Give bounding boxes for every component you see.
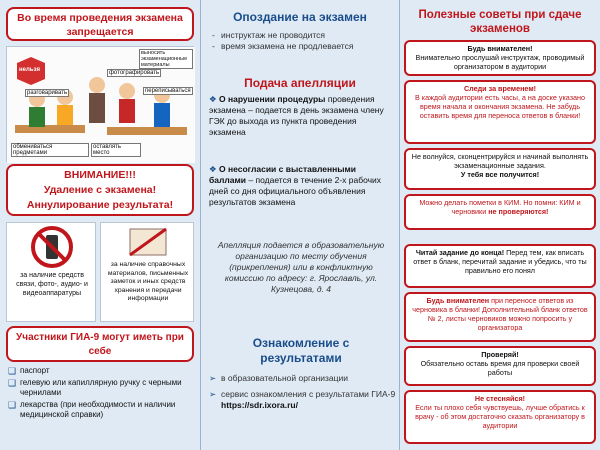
tip-notes: Можно делать пометки в КИМ. Но помни: КИ… — [404, 194, 596, 230]
tip4-text: Можно делать пометки в КИМ. Но помни: КИ… — [419, 198, 581, 216]
list-item: ➢ сервис ознакомления с результатами ГИА… — [209, 389, 396, 399]
tip3-bold: У тебя все получится! — [460, 170, 540, 179]
list-item: ❑ паспорт — [8, 366, 50, 376]
allowed-list: ❑ паспорт ❑ гелевую или капиллярную ручк… — [8, 366, 194, 421]
tips-title: Полезные советы при сдаче экзаменов — [418, 9, 582, 35]
label-talking: разговаривать — [25, 89, 70, 97]
label-exchange: обмениваться предметами — [11, 143, 89, 157]
appeal-scores: ❖ О несогласии с выставленными баллами –… — [209, 164, 395, 208]
list-item: время экзамена не продлевается — [211, 41, 396, 52]
list-item: инструктаж не проводится — [211, 30, 396, 41]
tip1-head: Будь внимателен! — [467, 44, 533, 53]
checkbox-icon: ❑ — [8, 366, 17, 376]
results-title: Ознакомление с результатами — [252, 336, 350, 365]
right-column: Полезные советы при сдаче экзаменов — [400, 0, 600, 450]
appeal-title: Подача апелляции — [244, 76, 356, 90]
appeal-procedure: ❖ О нарушении процедуры проведения экзам… — [209, 94, 395, 138]
forbidden-illustration: нельзя разговаривать фотографировать пер… — [6, 46, 195, 163]
appeal2-bold: О несогласии с выставленными баллами — [209, 164, 356, 185]
tip-health: Не стесняйся! Если ты плохо себя чувству… — [404, 390, 596, 444]
tip6-text: при переносе ответов из черновика в блан… — [412, 296, 588, 332]
late-list: инструктаж не проводится время экзамена … — [211, 30, 396, 52]
tip-transfer: Будь внимателен при переносе ответов из … — [404, 292, 596, 342]
appeal1-bold: О нарушении процедуры — [219, 94, 326, 104]
results-list: ➢ в образовательной организации ➢ сервис… — [209, 373, 397, 411]
checkbox-icon: ❑ — [8, 377, 17, 388]
diamond-icon: ❖ — [209, 164, 217, 174]
no-cheat-sheet-icon — [129, 227, 167, 257]
forbidden-title: Во время проведения экзамена запрещается — [17, 12, 183, 38]
label-rewriting: переписываться — [143, 87, 193, 95]
appeal-note: Апелляция подается в образовательную орг… — [217, 240, 385, 294]
tip-read: Читай задание до конца! Перед тем, как в… — [404, 244, 596, 288]
tip-attention: Будь внимателен! Внимательно прослушай и… — [404, 40, 596, 76]
label-materials: выносить экзаменационные материалы — [139, 49, 193, 69]
arrow-icon: ➢ — [209, 373, 217, 383]
stop-sign-icon — [17, 57, 45, 85]
no-devices-card: за наличие средств связи, фото-, аудио- … — [6, 222, 96, 322]
tip7-head: Проверяй! — [481, 350, 519, 359]
tip1-text: Внимательно прослушай инструктаж, провод… — [415, 53, 585, 71]
warning-title: ВНИМАНИЕ!!! — [64, 169, 136, 181]
arrow-icon: ➢ — [209, 389, 217, 399]
tip2-head: Следи за временем! — [463, 84, 537, 93]
diamond-icon: ❖ — [209, 94, 217, 104]
participants-title-box: Участники ГИА-9 могут иметь при себе — [6, 326, 194, 362]
tip5-text: Перед тем, как вписать ответ в бланк, пе… — [413, 248, 587, 275]
tip5-head: Читай задание до конца! — [415, 248, 505, 257]
participants-title: Участники ГИА-9 могут иметь при себе — [16, 332, 184, 357]
middle-column: Опоздание на экзамен инструктаж не прово… — [200, 0, 400, 450]
appeal2-text: – подается в течение 2-х рабочих дней со… — [209, 175, 382, 207]
tip8-head: Не стесняйся! — [474, 394, 526, 403]
tip6-head: Будь внимателен — [426, 296, 490, 305]
stop-sign-label: нельзя — [19, 67, 40, 73]
no-materials-card: за наличие справочных материалов, письме… — [100, 222, 194, 322]
label-leave: оставлять место — [91, 143, 141, 157]
tip-time: Следи за временем! В каждой аудитории ес… — [404, 80, 596, 144]
left-column: Во время проведения экзамена запрещается… — [0, 0, 200, 450]
label-photographing: фотографировать — [107, 69, 162, 77]
warning-box: ВНИМАНИЕ!!! Удаление с экзамена! Аннулир… — [6, 164, 194, 216]
results-link[interactable]: https://sdr.ixora.ru/ — [221, 400, 298, 410]
list-item: ➢ в образовательной организации — [209, 373, 349, 383]
tip4-bold: не проверяются! — [488, 207, 549, 216]
no-devices-text: за наличие средств связи, фото-, аудио- … — [16, 272, 88, 297]
forbidden-title-box: Во время проведения экзамена запрещается — [6, 7, 194, 41]
list-item: ❑ гелевую или капиллярную ручку с черным… — [8, 377, 182, 398]
checkbox-icon: ❑ — [8, 399, 17, 410]
no-materials-text: за наличие справочных материалов, письме… — [107, 261, 189, 302]
no-phone-icon — [31, 226, 73, 268]
warning-line2: Удаление с экзамена! — [43, 184, 157, 196]
tip3-text: Не волнуйся, сконцентрируйся и начинай в… — [411, 152, 589, 170]
tip8-text: Если ты плохо себя чувствуешь, лучше обр… — [415, 403, 585, 430]
tip-check: Проверяй! Обязательно оставь время для п… — [404, 346, 596, 386]
list-item: ❑ лекарства (при необходимости и наличии… — [8, 399, 176, 420]
appeal1-text: проведения экзамена – подается в день эк… — [209, 94, 384, 137]
late-title: Опоздание на экзамен — [233, 10, 367, 24]
warning-line3: Аннулирование результата! — [26, 199, 174, 211]
tip7-text: Обязательно оставь время для проверки св… — [420, 359, 580, 377]
tip2-text: В каждой аудитории есть часы, а на доске… — [415, 93, 585, 120]
tip-calm: Не волнуйся, сконцентрируйся и начинай в… — [404, 148, 596, 190]
